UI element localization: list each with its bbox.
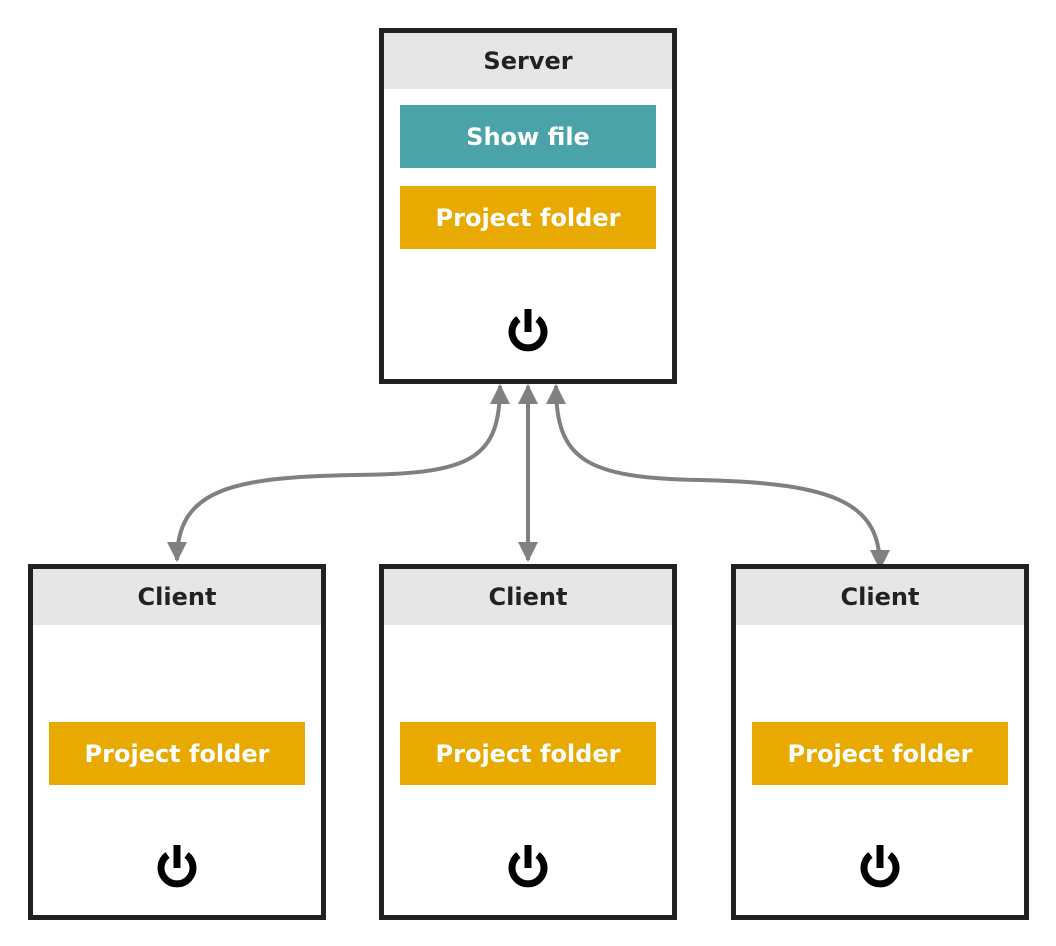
client-title: Client — [33, 569, 321, 625]
client-title: Client — [736, 569, 1024, 625]
client-title: Client — [384, 569, 672, 625]
power-icon — [860, 845, 900, 888]
client-node-2: Client Project folder — [379, 564, 677, 920]
connector-server-client-3 — [546, 384, 890, 570]
show-file-box: Show file — [400, 105, 656, 168]
client-project-folder-box: Project folder — [752, 722, 1008, 785]
power-icon — [508, 309, 548, 352]
server-project-folder-box: Project folder — [400, 186, 656, 249]
client-project-folder-box: Project folder — [400, 722, 656, 785]
power-icon — [157, 845, 197, 888]
power-icon — [508, 845, 548, 888]
connector-server-client-1 — [167, 384, 510, 562]
server-title: Server — [384, 33, 672, 89]
client-project-folder-box: Project folder — [49, 722, 305, 785]
client-node-3: Client Project folder — [731, 564, 1029, 920]
client-node-1: Client Project folder — [28, 564, 326, 920]
server-node: Server Show file Project folder — [379, 28, 677, 384]
